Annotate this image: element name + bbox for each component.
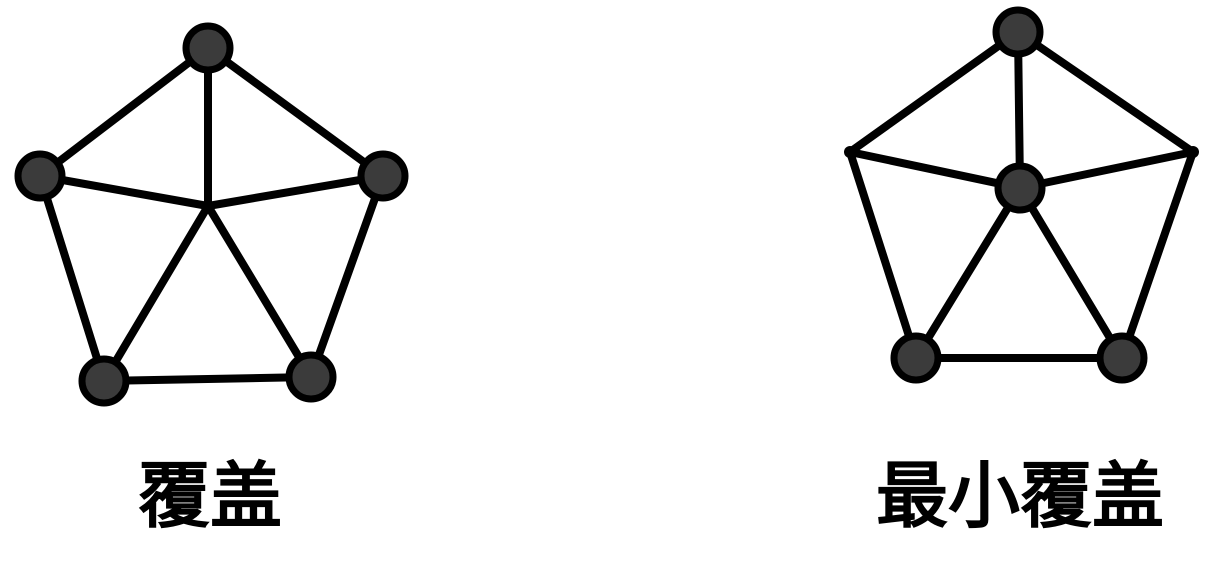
edge-top-left xyxy=(846,28,1022,156)
edge-center-bottom-left xyxy=(100,202,212,385)
edge-top-right xyxy=(204,44,387,180)
edge-center-left xyxy=(846,148,1024,192)
node-left xyxy=(14,150,66,202)
node-bottom-left xyxy=(890,332,942,384)
edge-left-bottom-left xyxy=(36,172,108,385)
edge-top-left xyxy=(36,44,212,180)
node-bottom-left xyxy=(78,355,130,407)
edge-bottom-left-bottom-right xyxy=(100,373,315,385)
node-top xyxy=(992,6,1044,58)
node-center xyxy=(994,162,1046,214)
cover-graph xyxy=(14,22,409,407)
edge-center-bottom-right xyxy=(204,202,315,381)
edge-right-bottom-right xyxy=(307,172,387,381)
node-center xyxy=(202,200,214,212)
edge-left-bottom-left xyxy=(846,148,920,362)
node-bottom-right xyxy=(285,351,337,403)
node-right xyxy=(1187,146,1199,158)
edge-center-bottom-left xyxy=(912,184,1024,362)
edge-top-right xyxy=(1014,28,1197,156)
node-bottom-right xyxy=(1096,332,1148,384)
node-right xyxy=(357,150,409,202)
edge-center-bottom-right xyxy=(1016,184,1126,362)
node-left xyxy=(844,146,856,158)
edge-center-right xyxy=(204,172,387,210)
edge-right-bottom-right xyxy=(1118,148,1197,362)
edge-center-right xyxy=(1016,148,1197,192)
edge-center-left xyxy=(36,172,212,210)
edge-center-top xyxy=(1014,28,1024,192)
minimum-cover-label: 最小覆盖 xyxy=(875,454,1164,538)
node-top xyxy=(182,22,234,74)
minimum-cover-graph xyxy=(844,6,1199,384)
cover-label: 覆盖 xyxy=(137,454,282,538)
